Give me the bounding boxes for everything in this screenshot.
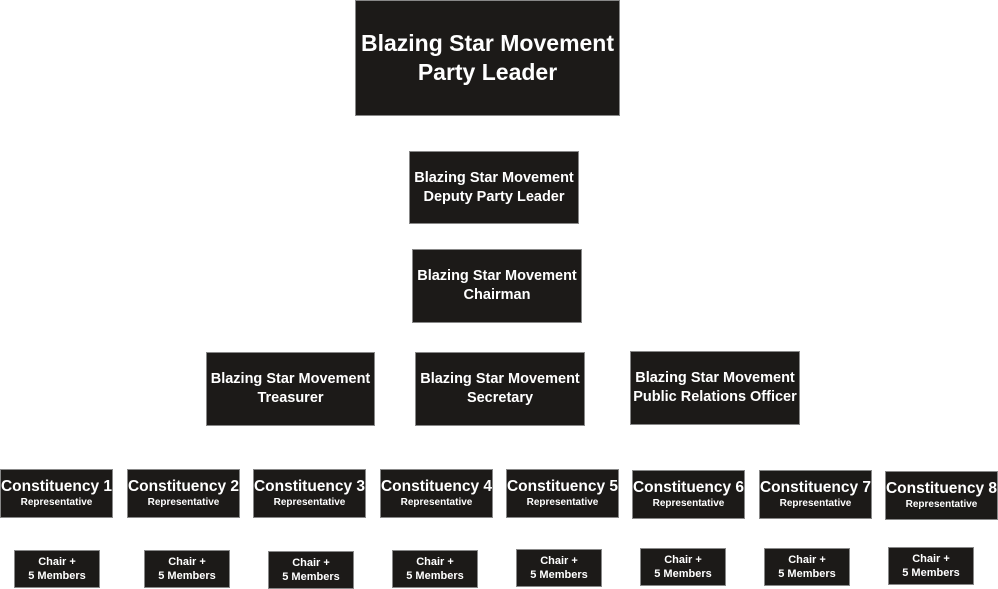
constituency-role: Representative bbox=[273, 496, 346, 508]
chair-members-box: Chair + 5 Members bbox=[764, 548, 850, 586]
constituency-name: Constituency 5 bbox=[506, 477, 619, 495]
pro-line1: Blazing Star Movement bbox=[635, 370, 795, 386]
leader-line1: Blazing Star Movement bbox=[360, 30, 615, 56]
chair-label: Chair + bbox=[292, 557, 330, 569]
constituency-role: Representative bbox=[400, 496, 473, 508]
constituency-name: Constituency 3 bbox=[253, 477, 366, 495]
chair-members-box: Chair + 5 Members bbox=[14, 550, 100, 588]
chair-label: Chair + bbox=[168, 556, 206, 568]
chair-members-box: Chair + 5 Members bbox=[888, 547, 974, 585]
deputy-line2: Deputy Party Leader bbox=[423, 188, 565, 205]
party-leader-box: Blazing Star Movement Party Leader bbox=[355, 0, 620, 116]
constituency-role: Representative bbox=[652, 497, 725, 509]
constituency-name: Constituency 4 bbox=[380, 477, 493, 495]
constituency-role: Representative bbox=[20, 496, 93, 508]
pro-box: Blazing Star Movement Public Relations O… bbox=[630, 351, 800, 425]
chair-label: Chair + bbox=[38, 556, 76, 568]
members-label: 5 Members bbox=[158, 570, 216, 582]
treasurer-box: Blazing Star Movement Treasurer bbox=[206, 352, 375, 426]
chair-members-box: Chair + 5 Members bbox=[392, 550, 478, 588]
members-label: 5 Members bbox=[778, 568, 836, 580]
chairman-line2: Chairman bbox=[463, 287, 531, 303]
chair-label: Chair + bbox=[788, 554, 826, 566]
treasurer-line1: Blazing Star Movement bbox=[210, 371, 371, 387]
constituency-role: Representative bbox=[905, 498, 978, 510]
secretary-box: Blazing Star Movement Secretary bbox=[415, 352, 585, 426]
chairman-line1: Blazing Star Movement bbox=[417, 268, 577, 284]
members-label: 5 Members bbox=[654, 568, 712, 580]
chair-members-box: Chair + 5 Members bbox=[144, 550, 230, 588]
chair-label: Chair + bbox=[540, 555, 578, 567]
members-label: 5 Members bbox=[28, 570, 86, 582]
constituency-role: Representative bbox=[147, 496, 220, 508]
secretary-line1: Blazing Star Movement bbox=[420, 371, 580, 387]
members-label: 5 Members bbox=[902, 567, 960, 579]
members-label: 5 Members bbox=[282, 571, 340, 583]
chair-members-box: Chair + 5 Members bbox=[640, 548, 726, 586]
chair-members-box: Chair + 5 Members bbox=[268, 551, 354, 589]
chair-label: Chair + bbox=[912, 553, 950, 565]
chair-label: Chair + bbox=[664, 554, 702, 566]
chairman-box: Blazing Star Movement Chairman bbox=[412, 249, 582, 323]
constituency-name: Constituency 7 bbox=[759, 478, 872, 496]
members-label: 5 Members bbox=[406, 570, 464, 582]
constituency-name: Constituency 1 bbox=[0, 477, 113, 495]
treasurer-line2: Treasurer bbox=[257, 390, 324, 406]
deputy-line1: Blazing Star Movement bbox=[414, 169, 574, 186]
constituency-role: Representative bbox=[779, 497, 852, 509]
chair-label: Chair + bbox=[416, 556, 454, 568]
constituency-name: Constituency 2 bbox=[127, 477, 240, 495]
constituency-role: Representative bbox=[526, 496, 599, 508]
constituency-name: Constituency 6 bbox=[632, 478, 745, 496]
secretary-line2: Secretary bbox=[466, 390, 534, 406]
members-label: 5 Members bbox=[530, 569, 588, 581]
pro-line2: Public Relations Officer bbox=[633, 389, 797, 405]
deputy-leader-box: Blazing Star Movement Deputy Party Leade… bbox=[409, 151, 579, 224]
constituency-name: Constituency 8 bbox=[885, 479, 998, 497]
chair-members-box: Chair + 5 Members bbox=[516, 549, 602, 587]
leader-line2: Party Leader bbox=[417, 59, 558, 85]
